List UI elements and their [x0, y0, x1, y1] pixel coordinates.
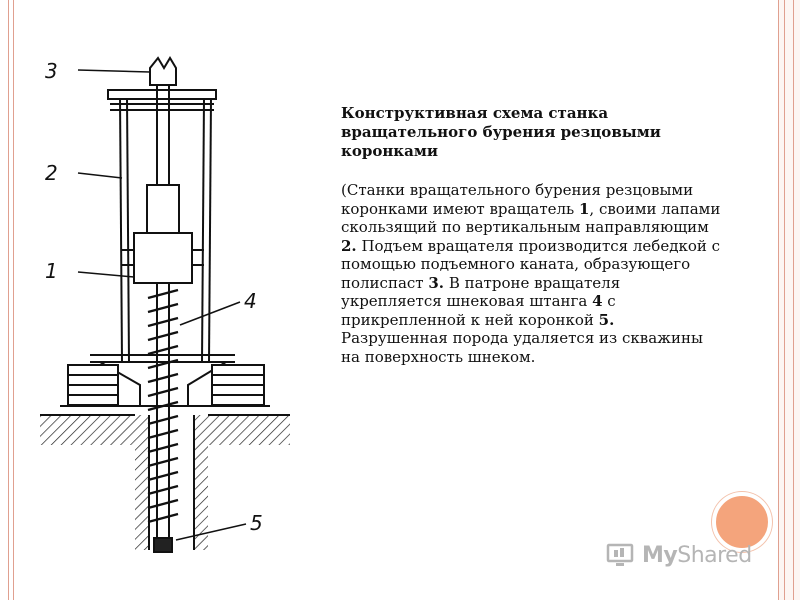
decorative-circle	[712, 492, 772, 552]
leader-1	[77, 271, 135, 278]
upper-stem	[146, 184, 180, 234]
pulley-block	[149, 56, 177, 86]
body-text-segment: , своими лапами скользящий по вертикальн…	[341, 199, 721, 237]
body-text-bold-segment: 4	[592, 292, 603, 310]
ground-right	[208, 415, 290, 445]
slide-body-text: (Станки вращательного бурения резцовыми …	[341, 181, 725, 366]
body-text-segment: Разрушенная порода удаляется из скважины…	[341, 329, 703, 366]
leader-5	[175, 523, 247, 541]
leader-3	[77, 69, 151, 73]
drill-bit	[153, 537, 173, 553]
body-text-bold-segment: 2.	[341, 236, 357, 255]
body-text-segment: с прикрепленной к ней коронкой	[341, 292, 616, 329]
diagram-label-3: 3	[45, 59, 58, 83]
auger-flights	[147, 288, 179, 524]
body-text-bold-segment: 3.	[428, 273, 445, 292]
body-text-segment: Подъем вращателя производится лебедкой с…	[341, 236, 721, 292]
diagram-label-5: 5	[250, 511, 263, 535]
top-crossbar	[107, 89, 217, 100]
ground-left	[40, 415, 135, 445]
guide-left	[119, 97, 123, 363]
slide-title: Конструктивная схема станка вращательног…	[341, 104, 661, 160]
body-text-bold-segment: 1	[578, 199, 590, 218]
borehole-wall-left	[135, 415, 149, 550]
leader-2	[77, 172, 123, 179]
diagram-label-4: 4	[244, 289, 257, 313]
monitor-icon	[606, 543, 634, 566]
logo-text-my: My	[642, 542, 678, 568]
guide-right	[201, 97, 205, 363]
left-frame-border	[8, 0, 14, 600]
rotator	[133, 232, 193, 284]
right-frame-border	[778, 0, 800, 600]
leader-4	[179, 301, 241, 326]
myshared-logo: MyShared	[606, 540, 776, 570]
body-text-segment: В патроне вращателя укрепляется шнековая…	[341, 273, 621, 311]
logo-text-rest: Shared	[677, 542, 752, 568]
logo-text: MyShared	[642, 543, 752, 568]
body-text-bold-segment: 5.	[598, 310, 615, 329]
diagram-label-1: 1	[45, 259, 58, 283]
diagram-label-2: 2	[45, 161, 58, 185]
borehole-wall-right	[194, 415, 208, 550]
drilling-rig-diagram: 3 2 1 4 5	[40, 56, 290, 553]
body-text-segment: (Станки вращательного бурения резцовыми …	[341, 181, 694, 218]
